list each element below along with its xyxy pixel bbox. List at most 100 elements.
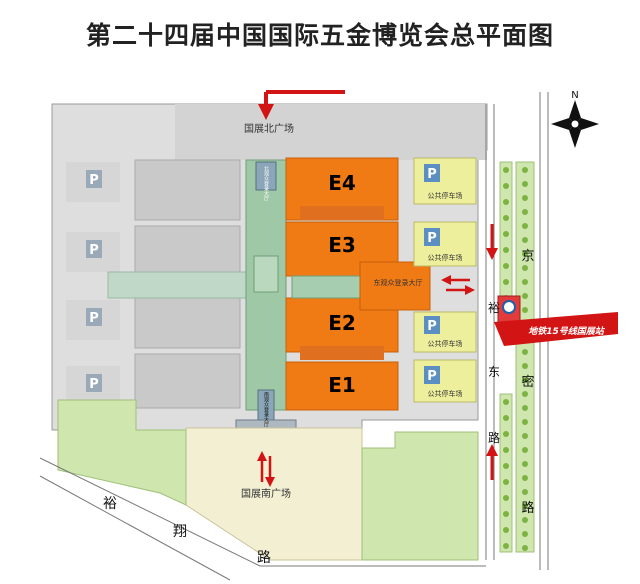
parking-sign-3: P xyxy=(424,316,440,334)
svg-text:P: P xyxy=(89,377,99,392)
tree-dot xyxy=(522,433,528,439)
yudong-road-char-1: 裕 xyxy=(488,300,500,315)
tree-dot xyxy=(503,247,509,253)
tree-dot xyxy=(503,183,509,189)
compass-rose xyxy=(551,100,599,148)
parking-sign-2: P xyxy=(424,228,440,246)
hall-label-e1: E1 xyxy=(328,373,356,397)
parking-label-1: 公共停车场 xyxy=(428,191,463,200)
yuxiang-road-char-2: 翔 xyxy=(173,524,187,540)
hall-link-top xyxy=(300,206,384,220)
parking-label-3: 公共停车场 xyxy=(428,339,463,348)
tree-dot xyxy=(522,461,528,467)
tree-dot xyxy=(522,265,528,271)
west-hall-block-3 xyxy=(134,297,241,349)
svg-text:P: P xyxy=(427,369,437,384)
east-lobby-block xyxy=(359,261,431,311)
south-west-green xyxy=(57,399,187,506)
tree-dot xyxy=(503,463,509,469)
metro-station-label: 地铁15号线国展站 xyxy=(528,326,606,337)
north-plaza-label: 国展北广场 xyxy=(244,122,294,135)
tree-dot xyxy=(522,531,528,537)
tree-dot xyxy=(522,363,528,369)
parking-sign-west-2: P xyxy=(86,240,102,258)
tree-dot xyxy=(522,209,528,215)
tree-dot xyxy=(522,545,528,551)
tree-dot xyxy=(503,479,509,485)
tree-dot xyxy=(503,167,509,173)
parking-sign-west-4: P xyxy=(86,374,102,392)
parking-sign-west-3: P xyxy=(86,308,102,326)
tree-dot xyxy=(503,511,509,517)
tree-dot xyxy=(522,489,528,495)
east-lobby-label: 东观众登录大厅 xyxy=(374,278,423,287)
tree-dot xyxy=(503,431,509,437)
tree-dot xyxy=(503,231,509,237)
yudong-road-char-3: 路 xyxy=(488,430,500,445)
tree-dot xyxy=(503,495,509,501)
north-lobby-label: 北观众登录大厅 xyxy=(263,165,269,201)
south-lobby-label: 南观众登录大厅 xyxy=(263,391,269,427)
tree-dot xyxy=(522,517,528,523)
svg-text:P: P xyxy=(89,243,99,258)
tree-dot xyxy=(522,475,528,481)
tree-dot xyxy=(522,447,528,453)
tree-dot xyxy=(503,399,509,405)
compass-north-label: N xyxy=(571,90,578,101)
south-plaza-label: 国展南广场 xyxy=(241,487,291,500)
parking-sign-1: P xyxy=(424,164,440,182)
west-hall-block-1 xyxy=(134,159,241,221)
tree-dot xyxy=(522,391,528,397)
hall-e1-block xyxy=(285,361,399,411)
tree-dot xyxy=(522,377,528,383)
tree-strip-outer xyxy=(515,161,535,553)
tree-strip-inner-2 xyxy=(499,393,513,553)
svg-text:P: P xyxy=(89,311,99,326)
parking-sign-west-1: P xyxy=(86,170,102,188)
tree-dot xyxy=(503,199,509,205)
jingmi-road-char-3: 路 xyxy=(521,500,534,516)
tree-dot xyxy=(522,181,528,187)
tree-dot xyxy=(522,419,528,425)
tree-dot xyxy=(522,503,528,509)
tree-dot xyxy=(503,543,509,549)
hall-link-bottom xyxy=(300,346,384,360)
tree-dot xyxy=(522,237,528,243)
south-east-green xyxy=(361,431,479,561)
tree-dot xyxy=(522,307,528,313)
svg-text:P: P xyxy=(427,319,437,334)
tree-dot xyxy=(503,415,509,421)
west-connector xyxy=(107,271,249,299)
west-hall-block-4 xyxy=(134,353,241,409)
tree-dot xyxy=(503,263,509,269)
yuxiang-road-char-1: 裕 xyxy=(103,496,117,512)
tree-dot xyxy=(522,405,528,411)
tree-dot xyxy=(522,167,528,173)
jingmi-road-char-2: 密 xyxy=(521,374,534,390)
tree-dot xyxy=(503,447,509,453)
tree-dot xyxy=(503,279,509,285)
tree-dot xyxy=(503,527,509,533)
tree-dot xyxy=(522,251,528,257)
parking-sign-4: P xyxy=(424,366,440,384)
tree-dot xyxy=(522,223,528,229)
yuxiang-road-char-3: 路 xyxy=(257,550,271,566)
parking-label-2: 公共停车场 xyxy=(428,253,463,262)
hall-label-e2: E2 xyxy=(328,311,356,335)
svg-text:P: P xyxy=(427,231,437,246)
north-lobby-box xyxy=(255,161,277,191)
svg-text:P: P xyxy=(427,167,437,182)
tree-dot xyxy=(522,349,528,355)
yuxiang-road-edge-1 xyxy=(39,457,261,567)
tree-dot xyxy=(522,279,528,285)
jingmi-road-char-1: 京 xyxy=(521,249,534,264)
metro-icon xyxy=(502,300,516,314)
metro-pointer xyxy=(494,312,618,346)
yudong-road-char-2: 东 xyxy=(488,365,500,379)
map-title: 第二十四届中国国际五金博览会总平面图 xyxy=(85,21,554,50)
yuxiang-road-edge-2 xyxy=(39,475,231,581)
hall-label-e3: E3 xyxy=(328,233,356,257)
hall-label-e4: E4 xyxy=(328,171,356,195)
tree-dot xyxy=(522,293,528,299)
